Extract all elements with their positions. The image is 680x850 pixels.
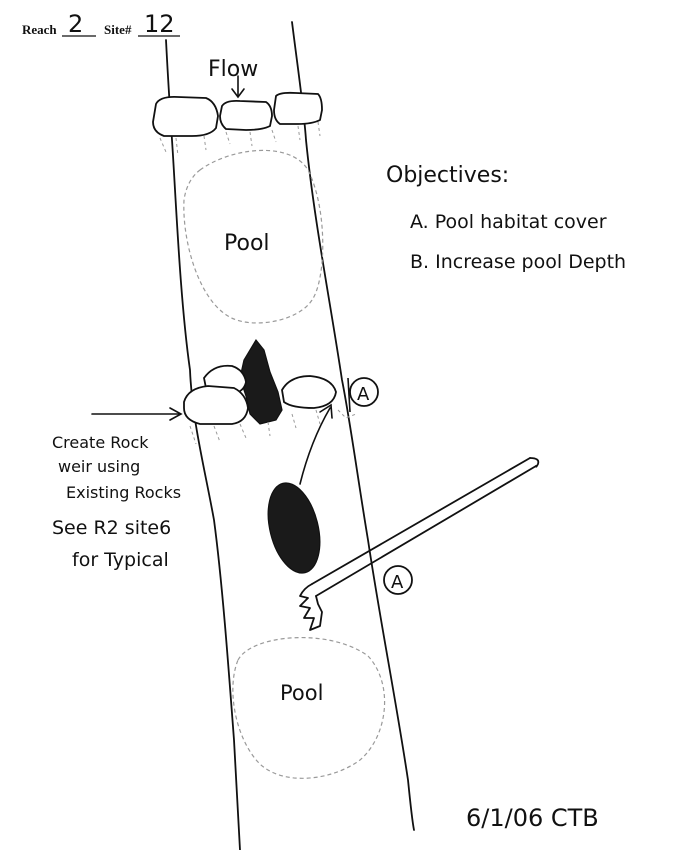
weir-note-line-4: See R2 site6	[52, 517, 171, 539]
upper-rock-middle	[219, 99, 273, 131]
log-lower-edge	[315, 465, 537, 597]
dark-cover-rock-lower	[267, 482, 321, 574]
weir-rock-right	[281, 375, 337, 409]
weir-note-line-2: weir using	[58, 457, 140, 476]
flow-arrow	[231, 75, 245, 99]
upper-rock-shadow	[159, 121, 321, 157]
right-bank-line	[291, 21, 415, 831]
callout-a-circle-upper	[349, 377, 379, 407]
upper-pool-label: Pool	[224, 231, 270, 256]
log-end-cap	[529, 457, 540, 468]
callout-a-marker-line	[347, 377, 351, 413]
dark-cover-rock-upper	[239, 338, 283, 425]
callout-a-circle-lower	[383, 565, 413, 595]
weir-note-line-1: Create Rock	[52, 433, 149, 452]
lower-pool-label: Pool	[280, 681, 323, 705]
upper-rock-left	[152, 95, 219, 137]
header: Reach 2 Site# 12	[22, 10, 180, 38]
weir-note-leader-arrow	[91, 407, 183, 421]
cover-rock-arrow	[299, 403, 333, 485]
objective-item-a: A. Pool habitat cover	[410, 211, 607, 233]
weir-shadow	[189, 409, 357, 445]
rootwad-log	[299, 457, 540, 631]
reach-label: Reach	[22, 22, 57, 37]
signature-date: 6/1/06 CTB	[466, 804, 599, 832]
weir-note-line-3: Existing Rocks	[66, 483, 181, 502]
mid-rock-weir	[183, 364, 337, 425]
callout-a-label-upper: A	[357, 384, 370, 405]
reach-value: 2	[68, 10, 83, 38]
callout-a-label-lower: A	[391, 572, 404, 593]
site-label: Site#	[104, 22, 132, 37]
left-bank-line	[165, 39, 241, 850]
upper-pool-outline	[183, 149, 324, 324]
stream-banks	[165, 21, 415, 850]
rootwad-roots	[299, 583, 323, 631]
upper-rock-line	[152, 91, 323, 137]
weir-note-line-5: for Typical	[72, 549, 169, 571]
upper-rock-right	[273, 91, 323, 125]
lower-pool-outline	[232, 636, 386, 779]
site-value: 12	[144, 10, 175, 38]
objective-item-b: B. Increase pool Depth	[410, 251, 626, 273]
objectives-title: Objectives:	[386, 163, 509, 188]
objectives-block: Objectives: A. Pool habitat cover B. Inc…	[386, 163, 626, 273]
log-upper-edge	[311, 457, 531, 585]
weir-rock-left	[183, 385, 249, 425]
weir-note: Create Rock weir using Existing Rocks Se…	[52, 433, 181, 571]
flow-label: Flow	[208, 57, 258, 82]
